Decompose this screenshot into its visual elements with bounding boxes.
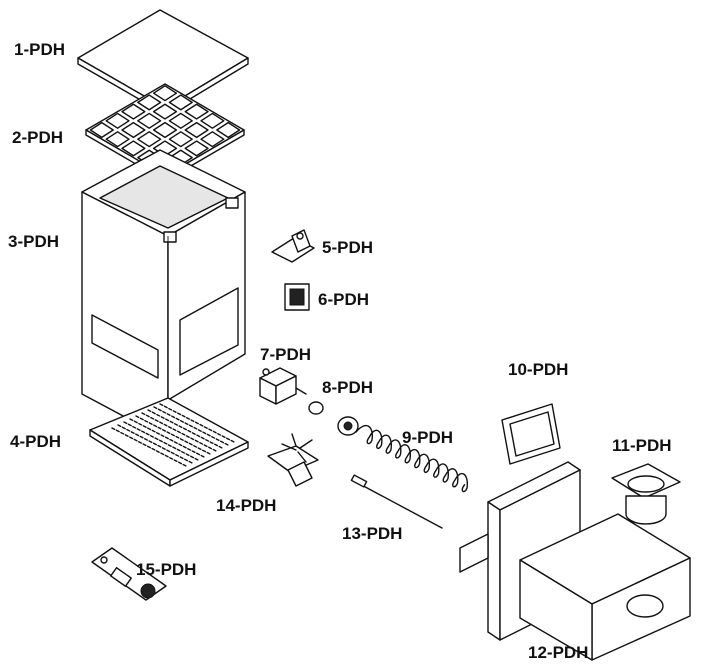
- base-slot-row: [117, 424, 193, 464]
- label-part-1: 1-PDH: [14, 40, 66, 59]
- base-slot-row: [111, 427, 187, 467]
- label-part-5: 5-PDH: [322, 238, 374, 257]
- label-part-2: 2-PDH: [12, 128, 64, 147]
- grate-cell: [168, 131, 193, 148]
- label-part-13: 13-PDH: [342, 524, 403, 543]
- label-part-12: 12-PDH: [528, 643, 589, 662]
- base-slot-row: [159, 403, 235, 443]
- label-part-6: 6-PDH: [318, 290, 370, 309]
- grate-cell: [200, 112, 225, 129]
- grate-cell: [137, 112, 162, 129]
- label-part-9: 9-PDH: [402, 428, 454, 447]
- part-12-fire-box: [459, 461, 691, 661]
- label-part-4: 4-PDH: [10, 432, 62, 451]
- base-slot-row: [153, 406, 229, 446]
- grate-cell: [152, 121, 178, 139]
- grate-cell: [168, 94, 193, 111]
- grate-cell: [168, 112, 193, 129]
- grate-cell: [152, 85, 178, 102]
- grate-cell: [121, 103, 146, 120]
- grate-cell: [121, 140, 146, 157]
- grate-cell: [89, 121, 114, 139]
- label-part-14: 14-PDH: [216, 496, 277, 515]
- grate-cell: [200, 131, 225, 148]
- label-part-3: 3-PDH: [8, 232, 60, 251]
- base-slot-row: [129, 418, 205, 458]
- part-9-auger: [355, 424, 469, 493]
- label-part-15: 15-PDH: [136, 560, 197, 579]
- grate-cell: [121, 121, 146, 139]
- grate-cell: [137, 94, 162, 111]
- part-13-igniter: [350, 474, 443, 529]
- grate-cell: [152, 103, 178, 120]
- part-6-cover: [284, 283, 310, 311]
- grate-cell: [105, 112, 130, 129]
- grate-cell: [216, 121, 241, 139]
- part-10-gasket: [501, 403, 561, 465]
- part-8-coupler: [308, 401, 359, 436]
- base-slots: [111, 403, 235, 467]
- part-3-hopper-body: [81, 149, 246, 441]
- base-slot-row: [123, 421, 199, 461]
- base-slot-row: [147, 409, 223, 449]
- part-4-base-plate: [89, 397, 249, 487]
- label-part-8: 8-PDH: [322, 378, 374, 397]
- grate-cell: [105, 131, 130, 148]
- grate-cell: [137, 131, 162, 148]
- label-part-7: 7-PDH: [260, 345, 312, 364]
- grate-cell: [184, 121, 209, 139]
- grate-cell: [184, 140, 209, 157]
- part-14-fan: [267, 433, 319, 487]
- base-slot-row: [141, 412, 217, 452]
- base-slot-row: [135, 415, 211, 455]
- part-11-burn-pot: [611, 463, 681, 525]
- label-part-11: 11-PDH: [612, 436, 672, 455]
- grate-cell: [184, 103, 209, 120]
- part-7-motor: [259, 367, 307, 405]
- label-part-10: 10-PDH: [508, 360, 569, 379]
- part-15-control-panel: [91, 547, 167, 601]
- part-5-bracket: [271, 229, 315, 263]
